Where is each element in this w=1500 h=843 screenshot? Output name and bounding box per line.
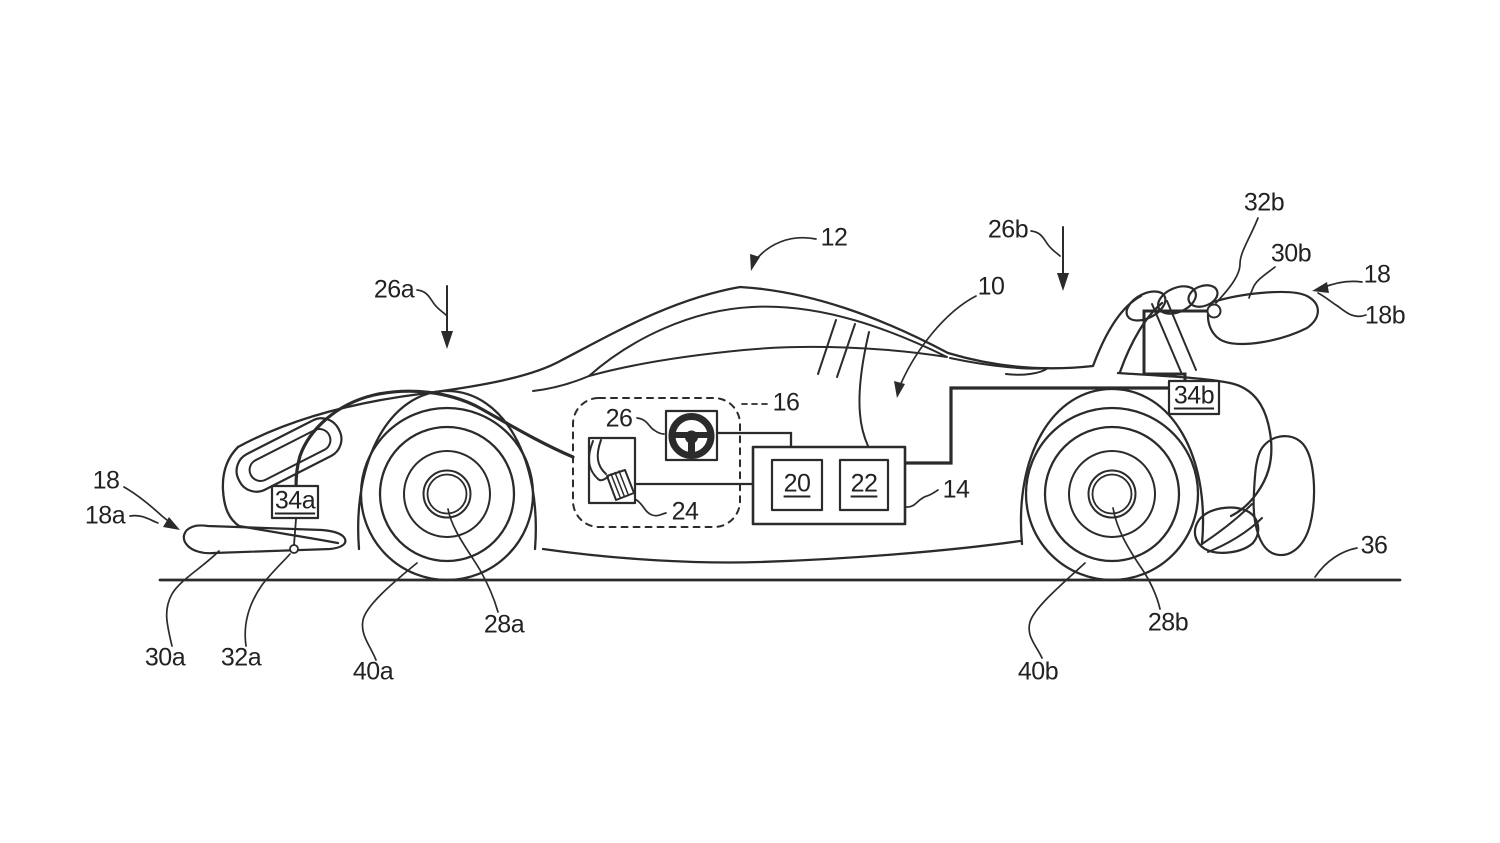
rear-wing xyxy=(1125,284,1319,373)
ref-label-front-actuator: 34a xyxy=(274,486,316,515)
cockpit-dashed-box xyxy=(572,397,741,528)
ref-label-rear-actuator: 34b xyxy=(1173,381,1215,410)
front-pivot-circle xyxy=(289,544,299,554)
ref-label-rear-wing-ref: 18 xyxy=(1363,260,1391,289)
ref-label-controller: 14 xyxy=(942,475,970,504)
module-20-box xyxy=(770,458,824,512)
ref-label-front-aero: 30a xyxy=(144,643,186,672)
ref-label-steering-input: 26 xyxy=(605,404,633,433)
ref-label-front-pivot: 32a xyxy=(220,643,262,672)
ref-label-rear-hub: 28b xyxy=(1147,608,1189,637)
rear-wheel xyxy=(1024,406,1200,582)
ref-label-rear-airflow: 26b xyxy=(987,215,1029,244)
ref-label-rear-aero: 30b xyxy=(1270,239,1312,268)
ref-label-roof: 12 xyxy=(820,223,848,252)
ref-label-front-wing-ref: 18 xyxy=(92,466,120,495)
pedal-icon xyxy=(588,439,635,501)
arrowheads xyxy=(163,254,1329,530)
ref-label-module-20: 20 xyxy=(783,469,811,498)
front-actuator-link xyxy=(293,518,297,546)
ref-label-pedal-input: 24 xyxy=(671,497,699,526)
module-22-box xyxy=(838,458,890,512)
ref-label-front-hub: 28a xyxy=(483,610,525,639)
ref-label-module-22: 22 xyxy=(850,469,878,498)
ref-label-rear-pivot: 32b xyxy=(1243,188,1285,217)
component-boxes xyxy=(270,379,1221,526)
ref-label-front-tire: 40a xyxy=(352,657,394,686)
steering-wheel-icon xyxy=(668,413,715,459)
cockpit-connections xyxy=(633,431,793,486)
ref-label-front-airflow: 26a xyxy=(373,275,415,304)
ref-label-body: 10 xyxy=(977,272,1005,301)
rear-actuator-box xyxy=(1167,379,1221,416)
ref-label-ground: 36 xyxy=(1360,531,1388,560)
front-splitter xyxy=(182,524,347,555)
ref-label-rear-tire: 40b xyxy=(1017,657,1059,686)
front-wheel xyxy=(359,406,535,582)
ref-label-rear-wing-sub: 18b xyxy=(1364,301,1406,330)
car-body-outline xyxy=(221,285,1316,564)
ref-label-cockpit-zone: 16 xyxy=(772,388,800,417)
rear-pivot-circle xyxy=(1206,303,1222,319)
front-actuator-box xyxy=(270,484,320,520)
actuator-wiring xyxy=(294,309,1212,489)
ref-label-front-wing-sub: 18a xyxy=(84,501,126,530)
